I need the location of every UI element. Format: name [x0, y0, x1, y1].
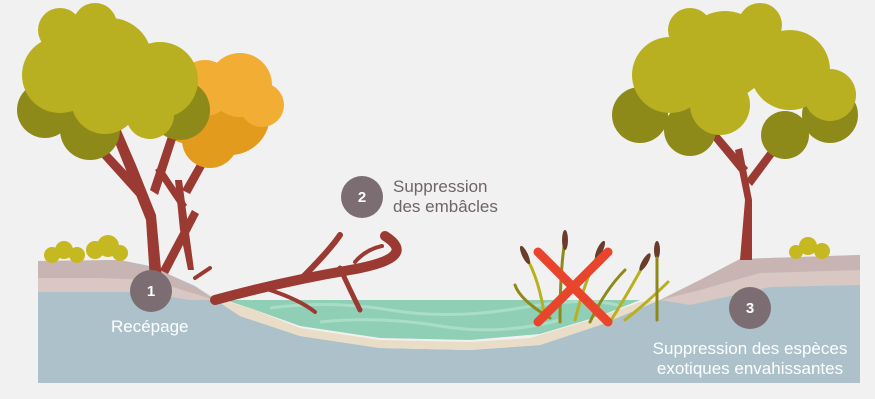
step-3-label-line2: exotiques envahissantes: [638, 359, 862, 379]
step-3-label: Suppression des espèces exotiques envahi…: [638, 339, 862, 379]
bush-icon: [44, 235, 128, 263]
step-2-label-line1: Suppression: [393, 177, 498, 197]
step-2-label-line2: des embâcles: [393, 197, 498, 217]
bush-icon: [789, 237, 830, 259]
tree-icon: [612, 3, 858, 260]
step-3-badge: 3: [729, 287, 771, 329]
step-3-number: 3: [746, 300, 754, 317]
step-1-number: 1: [147, 283, 155, 300]
step-1-label-text: Recépage: [111, 317, 189, 336]
step-3-label-line1: Suppression des espèces: [638, 339, 862, 359]
step-1-label: Recépage: [111, 317, 189, 337]
step-2-number: 2: [358, 189, 366, 206]
step-2-badge: 2: [341, 176, 383, 218]
step-2-label: Suppression des embâcles: [393, 177, 498, 217]
step-1-badge: 1: [130, 270, 172, 312]
